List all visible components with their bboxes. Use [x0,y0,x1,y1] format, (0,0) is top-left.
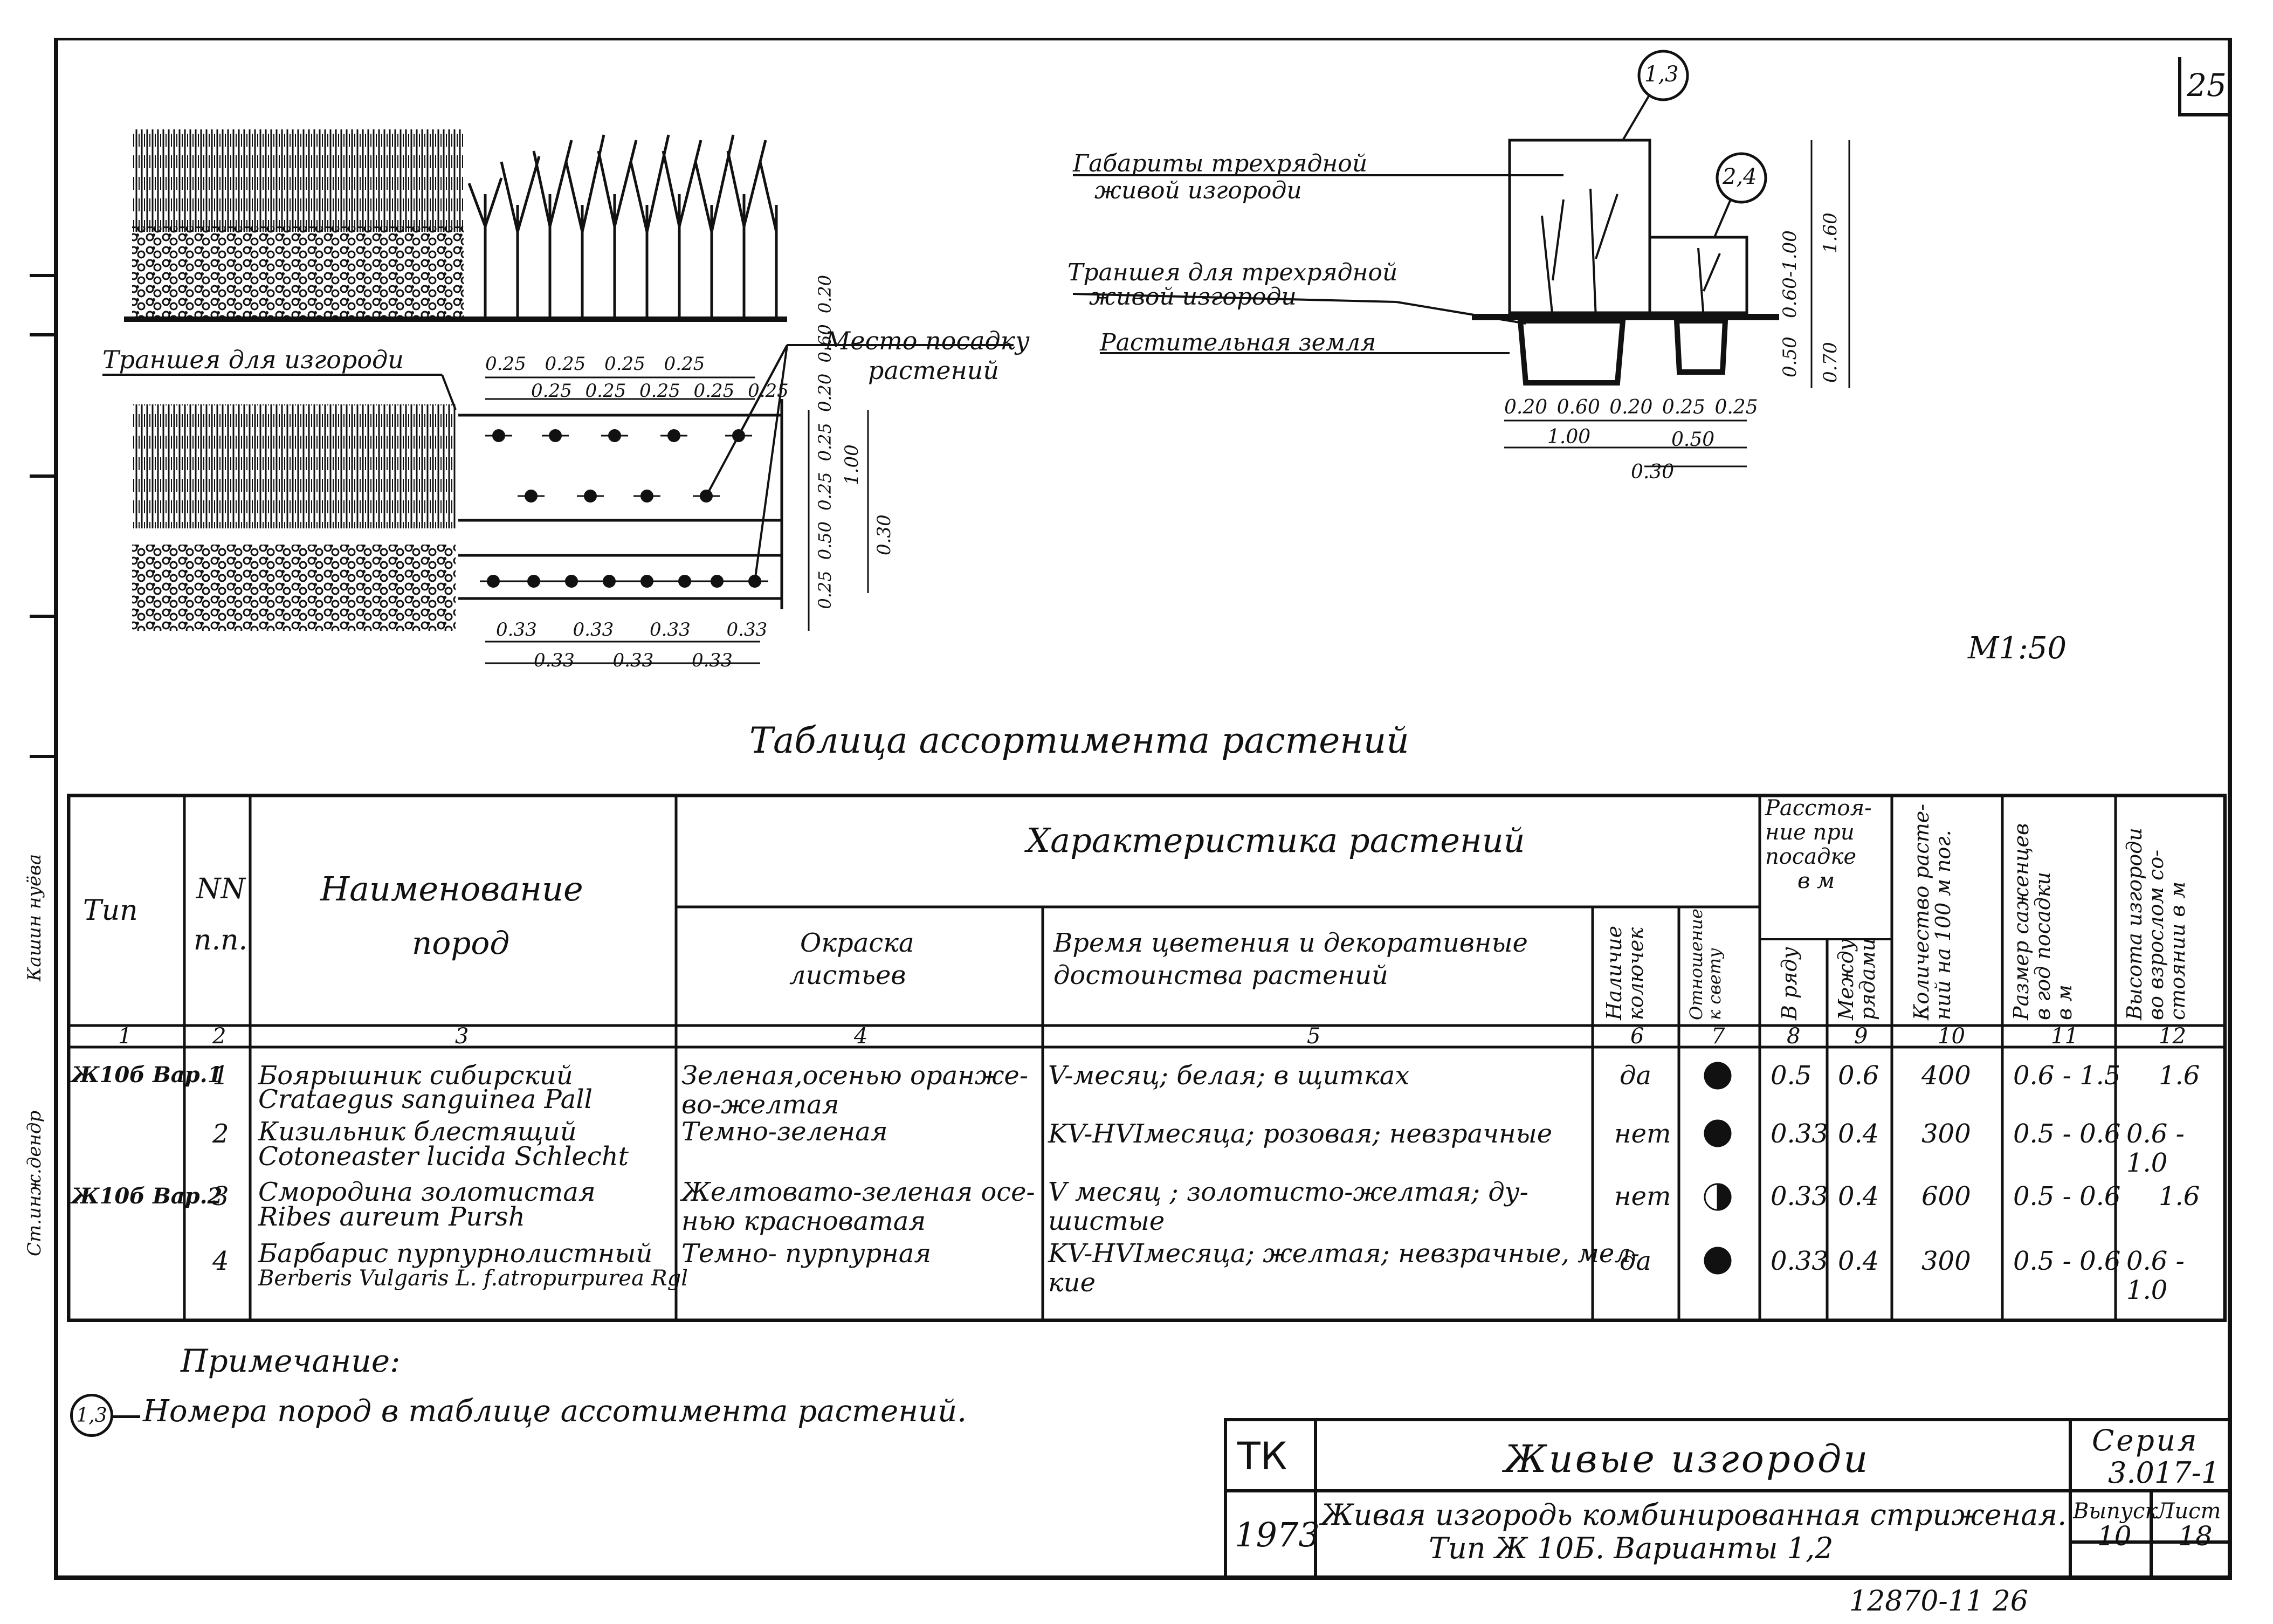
callout-b: 2,4 [1723,164,1757,189]
col-number: 3 [455,1024,469,1049]
side-label-bottom: Ст.инж.дендр [24,1110,45,1256]
hedge-elevation [124,129,787,322]
section-dim-v1: 0.50 [1779,336,1801,377]
scale-label: М1:50 [1968,631,2067,666]
section-dim-bottom: 0.20 0.60 0.20 0.25 0.25 [1504,396,1758,418]
header-type: Тип [83,894,138,927]
plan-dim-right-outer-2: 0.30 [873,514,895,555]
stamp-series-label: Серия [2092,1423,2199,1457]
section-dim-v2: 0.60-1.00 [1779,230,1801,318]
margin-tick [30,333,57,336]
plan-dim-bottom-2: 0.33 0.33 0.33 [534,650,733,671]
header-in-row: В ряду [1778,947,1801,1020]
plan-dim-top-1: 0.25 0.25 0.25 0.25 [485,353,705,375]
header-size: Размер саженцев в год посадки в м [2009,823,2076,1020]
header-leaf-color-2: листьев [789,960,906,990]
margin-tick [30,274,57,277]
header-distance-4: в м [1797,869,1835,893]
header-name-1: Наименование [320,869,583,909]
header-distance-2: ние при [1765,820,1855,845]
plan-dim-right: 0.25 0.50 0.25 0.25 0.20 0.60 0.20 [815,274,835,609]
section-dim-outer-3: 0.30 [1631,461,1675,483]
col-number: 4 [854,1024,868,1049]
title-block: ТК 1973 Живые изгороди Живая изгородь ко… [1224,1418,2232,1580]
note-leader [113,1415,140,1418]
col-number: 10 [1938,1024,1965,1049]
margin-tick [30,615,57,618]
section-label-trench-2: живой изгороди [1089,283,1297,311]
note-heading: Примечание: [181,1343,401,1379]
header-bloom-1: Время цветения и декоративные [1053,928,1528,958]
col-number: 1 [118,1024,132,1049]
header-between-rows: Между рядами [1834,938,1879,1020]
col-number: 9 [1854,1024,1868,1049]
plan-dim-right-outer-1: 1.00 [841,444,863,485]
section-dim-outer-2: 0.50 [1671,429,1715,451]
header-characteristics: Характеристика растений [1027,821,1525,860]
header-height: Высота изгороди во взрослом со- стоянии … [2123,828,2189,1020]
callout-a: 1,3 [1644,62,1679,87]
header-count: Количество расте- ний на 100 м пог. [1910,803,1955,1020]
margin-tick [30,755,57,758]
header-nn-2: п.п. [194,924,248,956]
col-number: 11 [2051,1024,2078,1049]
planting-label-1: Место посадку [825,326,1030,355]
archive-number: 12870-11 26 [1849,1585,2028,1618]
col-number: 8 [1787,1024,1801,1049]
stamp-title: Живые изгороди [1504,1437,1870,1481]
trench-label: Траншея для изгороди [102,345,404,374]
stamp-sheet-label: Лист [2157,1499,2221,1524]
side-label-top: Кашин нуёва [24,854,45,981]
section-dim-outer-1: 1.00 [1547,426,1591,448]
stamp-tk: ТК [1237,1434,1287,1478]
section-label-dims-2: живой изгороди [1094,177,1302,204]
plan-dim-bottom-1: 0.33 0.33 0.33 0.33 [496,619,768,641]
section-label-soil: Растительная земля [1100,329,1376,356]
drawing-frame [54,38,2232,1580]
hedge-plan-drawing [102,50,1850,664]
header-name-2: пород [412,925,510,961]
header-light: Отношение к свету [1686,909,1725,1020]
col-number: 7 [1711,1024,1725,1049]
header-distance-3: посадке [1765,844,1857,869]
header-distance-1: Расстоя- [1765,796,1872,821]
hedge-section [1072,50,1850,467]
col-number: 6 [1630,1024,1644,1049]
section-label-dims-1: Габариты трехрядной [1073,150,1368,177]
stamp-issue-value: 10 [2097,1520,2132,1552]
title-block-grid [1224,1418,2232,1580]
page-number: 25 [2178,57,2232,116]
header-leaf-color-1: Окраска [800,928,914,958]
stamp-issue-label: Выпуск [2073,1499,2158,1524]
stamp-sheet-value: 18 [2178,1520,2213,1552]
stamp-subtitle-2: Тип Ж 10Б. Варианты 1,2 [1429,1531,1834,1565]
header-nn-1: NN [196,873,245,905]
section-dim-v3: 1.60 [1820,212,1841,253]
section-dim-v4: 0.70 [1820,342,1841,383]
note-text: Номера пород в таблице ассотимента расте… [143,1394,967,1429]
col-number: 2 [212,1024,226,1049]
plan-dim-top-2: 0.25 0.25 0.25 0.25 0.25 [531,380,789,402]
margin-tick [30,474,57,478]
col-number: 12 [2159,1024,2186,1049]
planting-label-2: растений [868,356,1000,385]
plant-assortment-table: Тип NN п.п. Наименование пород Характери… [67,794,2227,1322]
hedge-plan [102,344,1014,664]
stamp-subtitle-1: Живая изгородь комбинированная стриженая… [1321,1498,2067,1532]
header-thorns: Наличие колючек [1602,925,1648,1020]
section-label-trench-1: Траншея для трехрядной [1067,259,1398,286]
table-grid [67,794,2227,1322]
col-number: 5 [1307,1024,1321,1049]
note-marker: 1,3 [70,1394,113,1437]
header-bloom-2: достоинства растений [1053,960,1388,990]
table-title: Таблица ассортимента растений [749,720,1409,761]
stamp-year: 1973 [1235,1515,1320,1554]
stamp-series-value: 3.017-1 [2108,1456,2220,1490]
